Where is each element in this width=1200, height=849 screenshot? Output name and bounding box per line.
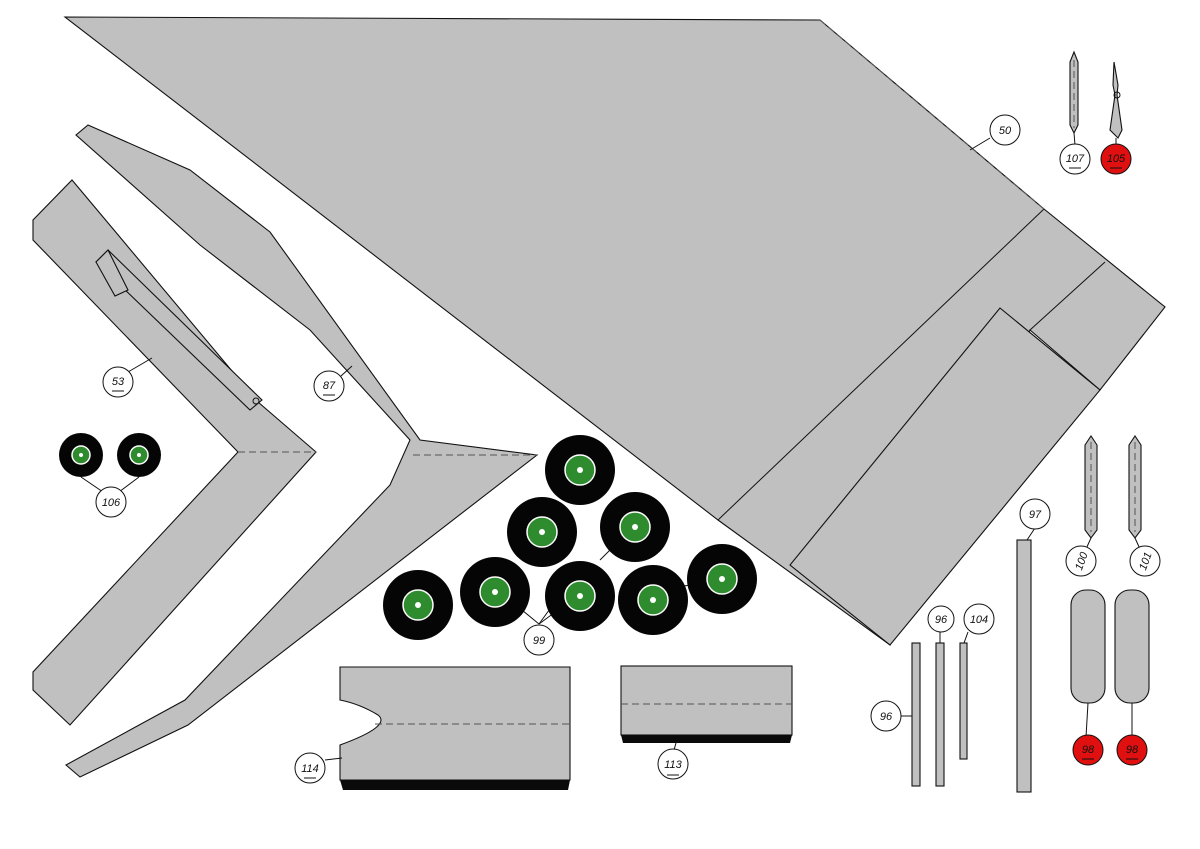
wheel — [545, 561, 615, 631]
label-50: 50 — [989, 114, 1021, 146]
svg-text:96: 96 — [880, 711, 893, 723]
wheel — [600, 492, 670, 562]
part-50-wing-panel — [63, 16, 1166, 646]
label-106: 106 — [95, 486, 127, 518]
part-96-bars — [911, 642, 945, 787]
svg-text:105: 105 — [1107, 153, 1126, 165]
svg-text:96: 96 — [935, 614, 948, 626]
label-98-left: 98 — [1072, 734, 1104, 766]
label-87: 87 — [313, 370, 345, 402]
wheel — [618, 565, 688, 635]
part-105-strut — [1109, 61, 1123, 139]
label-96-right: 96 — [927, 605, 955, 633]
label-53: 53 — [102, 366, 134, 398]
svg-text:101: 101 — [1137, 551, 1155, 572]
svg-text:99: 99 — [533, 635, 545, 647]
wheel — [383, 570, 453, 640]
svg-text:114: 114 — [301, 763, 319, 775]
label-97: 97 — [1019, 498, 1051, 530]
part-100-strut — [1084, 435, 1098, 539]
label-98-right: 98 — [1116, 734, 1148, 766]
label-100: 100 — [1065, 545, 1097, 577]
part-113-panel — [620, 665, 793, 743]
label-99: 99 — [523, 624, 555, 656]
wheel — [545, 435, 615, 505]
part-106-wheels — [59, 433, 161, 493]
svg-text:50: 50 — [999, 125, 1012, 137]
wheel — [460, 557, 530, 627]
part-104-bar — [959, 642, 968, 760]
svg-text:87: 87 — [323, 380, 336, 392]
part-98-pods — [1070, 589, 1150, 704]
part-87-v-panel — [65, 124, 539, 778]
part-99-wheels — [383, 435, 757, 640]
part-114-panel — [339, 666, 571, 790]
svg-text:53: 53 — [112, 376, 125, 388]
label-114: 114 — [294, 752, 326, 784]
wheel — [507, 497, 577, 567]
svg-text:107: 107 — [1066, 153, 1085, 165]
part-53-v-panel — [32, 179, 317, 726]
label-96-left: 96 — [870, 700, 902, 732]
wheel — [117, 433, 161, 477]
svg-text:97: 97 — [1029, 509, 1042, 521]
svg-text:104: 104 — [970, 614, 988, 626]
wheel — [59, 433, 103, 477]
wheel — [687, 544, 757, 614]
svg-text:106: 106 — [102, 497, 121, 509]
label-107: 107 — [1059, 143, 1091, 175]
svg-text:113: 113 — [664, 759, 682, 771]
label-101: 101 — [1129, 545, 1161, 577]
label-104: 104 — [963, 603, 995, 635]
part-97-bar — [1016, 539, 1032, 793]
part-107-strut — [1069, 50, 1079, 135]
label-113: 113 — [657, 748, 689, 780]
part-101-strut — [1128, 435, 1142, 539]
svg-text:98: 98 — [1126, 744, 1139, 756]
svg-text:98: 98 — [1082, 744, 1095, 756]
label-105: 105 — [1100, 143, 1132, 175]
